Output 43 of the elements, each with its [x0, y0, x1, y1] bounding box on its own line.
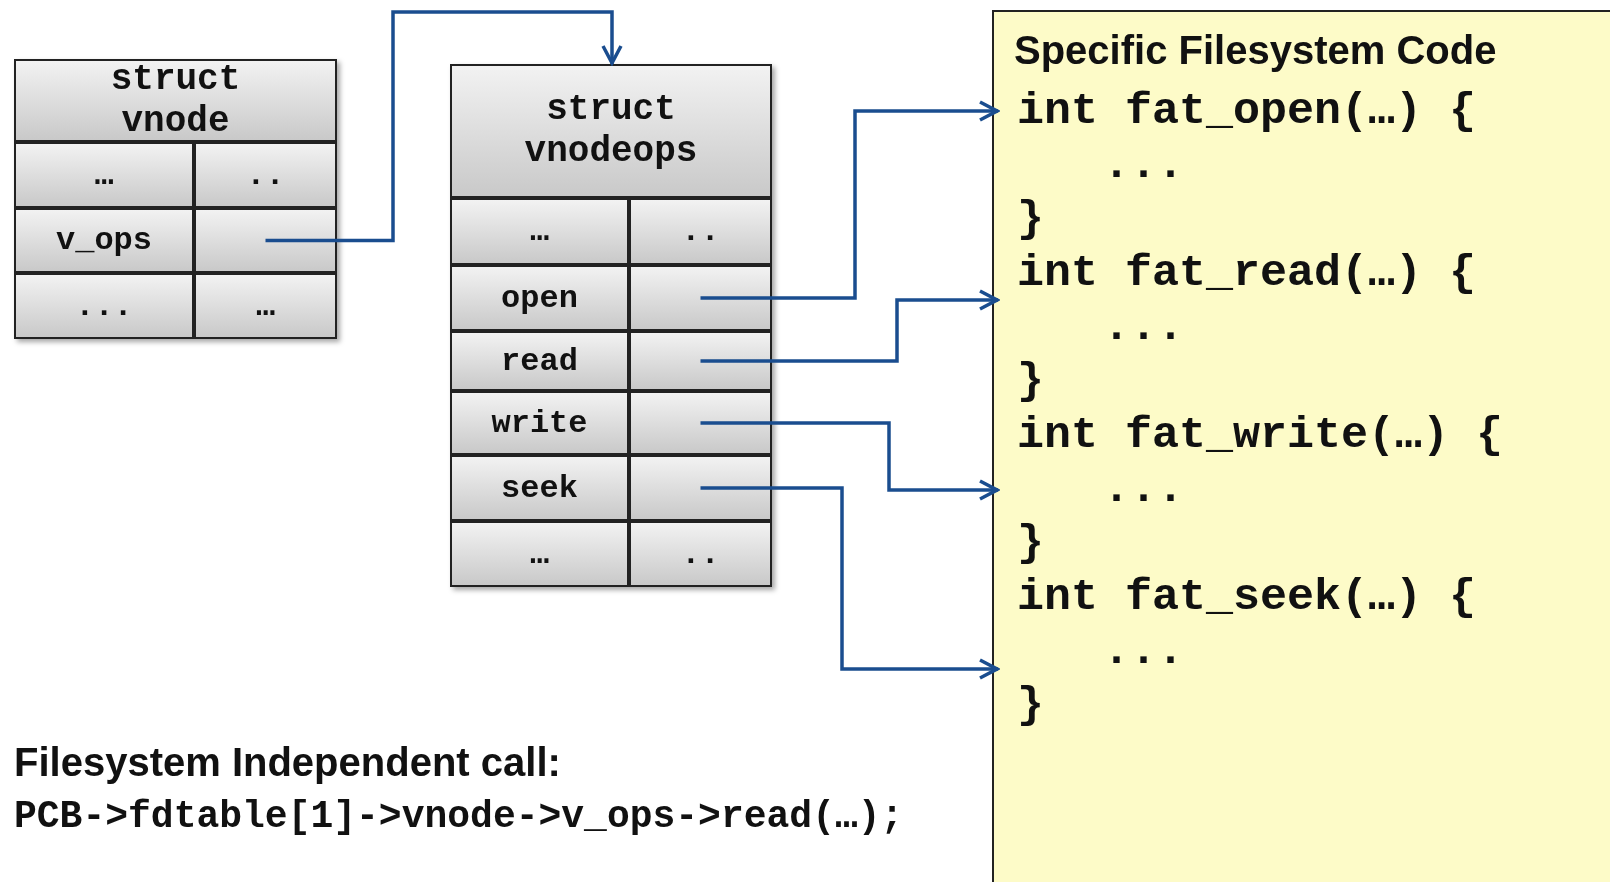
arrow — [700, 421, 999, 501]
code-line: } — [1017, 193, 1044, 247]
code-line: } — [1017, 679, 1044, 733]
pointer-cell — [629, 265, 772, 331]
code-line: ... — [1102, 139, 1184, 193]
field-cell: .. — [629, 521, 772, 587]
field-cell: .. — [194, 142, 337, 208]
arrow — [700, 289, 999, 363]
struct-table — [450, 64, 772, 587]
code-line: int fat_write(…) { — [1017, 409, 1504, 463]
field-cell: write — [450, 391, 629, 455]
field-cell: … — [14, 142, 194, 208]
field-cell: … — [194, 273, 337, 339]
code-line: int fat_open(…) { — [1017, 85, 1477, 139]
panel-title: Specific Filesystem Code — [1014, 28, 1497, 73]
table-header: struct vnodeops — [450, 64, 772, 198]
field-cell: read — [450, 331, 629, 391]
code-caption: PCB->fdtable[1]->vnode->v_ops->read(…); — [14, 795, 904, 838]
pointer-cell — [194, 208, 337, 273]
pointer-cell — [629, 455, 772, 521]
field-cell: seek — [450, 455, 629, 521]
arrow — [700, 486, 999, 680]
arrow — [700, 100, 999, 300]
caption-heading: Filesystem Independent call: — [14, 740, 561, 785]
field-cell: … — [450, 198, 629, 265]
code-line: ... — [1102, 463, 1184, 517]
struct-table — [14, 59, 337, 339]
field-cell: open — [450, 265, 629, 331]
code-line: } — [1017, 355, 1044, 409]
field-cell: … — [450, 521, 629, 587]
code-line: int fat_read(…) { — [1017, 247, 1477, 301]
code-line: int fat_seek(…) { — [1017, 571, 1477, 625]
table-header: struct vnode — [14, 59, 337, 142]
code-line: } — [1017, 517, 1044, 571]
code-line: ... — [1102, 301, 1184, 355]
field-cell: .. — [629, 198, 772, 265]
code-panel — [992, 10, 1610, 882]
code-line: ... — [1102, 625, 1184, 679]
field-cell: v_ops — [14, 208, 194, 273]
pointer-cell — [629, 391, 772, 455]
field-cell: ... — [14, 273, 194, 339]
pointer-cell — [629, 331, 772, 391]
arrow — [265, 10, 623, 243]
